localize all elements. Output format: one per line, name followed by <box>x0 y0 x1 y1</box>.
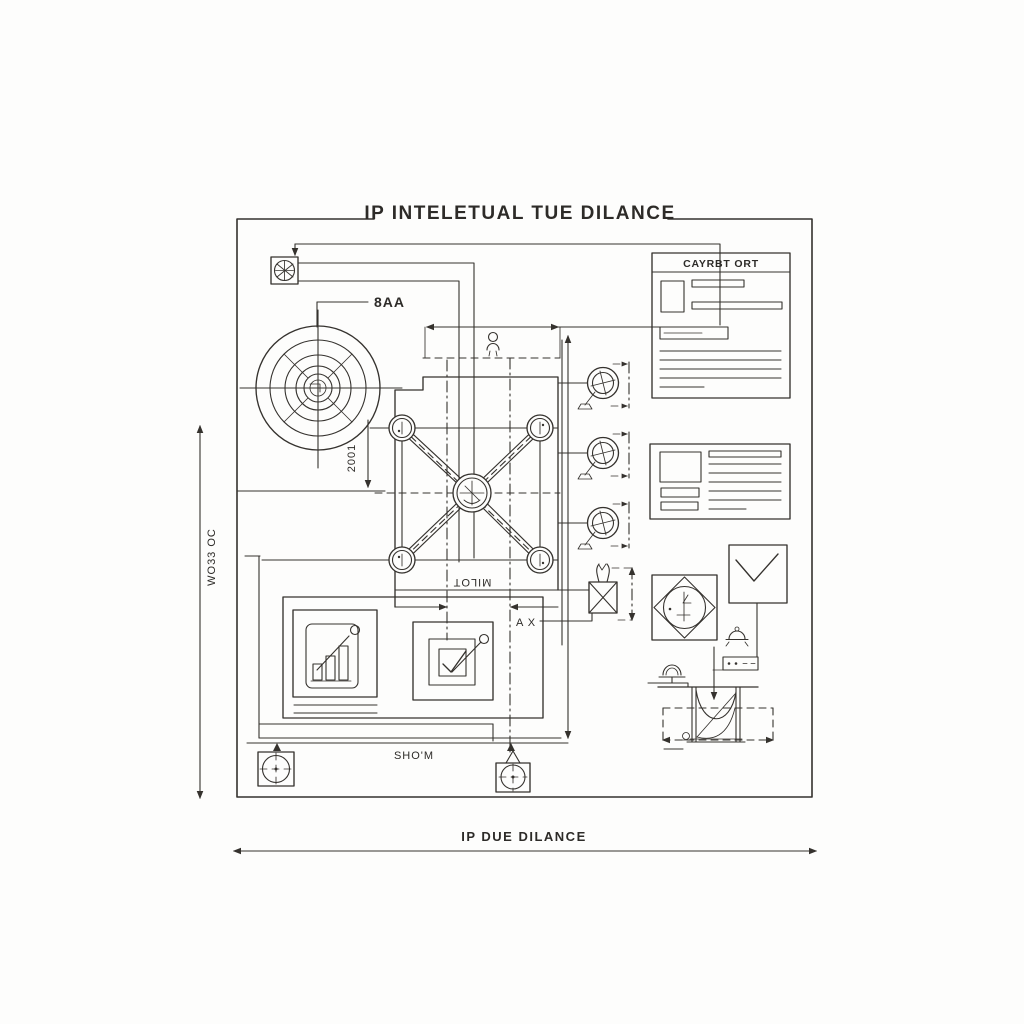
leader-8aa-label: 8AA <box>374 294 405 310</box>
certificate-panel-header: CAYRBT ORT <box>683 258 759 270</box>
corner-hub-icons <box>388 414 554 574</box>
bell-icon <box>658 664 686 684</box>
center-hub-icon <box>452 473 492 513</box>
id-card-panel <box>649 443 791 520</box>
diamond-icon <box>651 574 718 641</box>
ax-label: A X <box>516 617 536 629</box>
dimension-2001-label: 2001 <box>346 444 358 472</box>
footer-dimension: IP DUE DILANCE <box>232 829 818 855</box>
person-icon <box>486 331 500 357</box>
trough-icon <box>647 682 775 750</box>
dimension-2001: 2001 <box>236 419 386 492</box>
ruler-icon <box>710 646 759 701</box>
diagram-border: IP INTELETUAL TUE DILANCE <box>236 203 813 798</box>
wheel-icon <box>557 431 630 480</box>
certificate-panel: CAYRBT ORT <box>651 252 791 399</box>
wheel-icon <box>557 501 630 550</box>
globe-icon <box>270 256 299 285</box>
checkmark-icon <box>728 544 788 658</box>
checkbox-icon <box>412 621 494 701</box>
page-title: IP INTELETUAL TUE DILANCE <box>364 203 675 224</box>
bar-chart-icon <box>292 609 378 714</box>
target-icon <box>239 309 403 469</box>
bottom-left-enclosure <box>244 555 569 751</box>
routing-lines <box>291 243 721 563</box>
leader-8aa: 8AA <box>316 294 405 328</box>
bell-icon <box>725 626 749 647</box>
crosshair-marker-icon <box>495 750 531 793</box>
footer-label: IP DUE DILANCE <box>461 829 587 844</box>
left-dimension: WO33 OC <box>196 424 218 800</box>
width-label: SHO'M <box>394 750 434 762</box>
wheel-icon <box>557 361 630 410</box>
wheel-icons <box>557 361 630 550</box>
crosshair-marker-icon <box>257 751 295 787</box>
valve-icon <box>561 563 636 622</box>
frame-bottom-label: MILOT <box>453 576 492 588</box>
ax-label-group: A X <box>516 617 569 629</box>
left-dimension-label: WO33 OC <box>206 528 218 586</box>
xframe-assembly: MILOT <box>261 323 721 753</box>
